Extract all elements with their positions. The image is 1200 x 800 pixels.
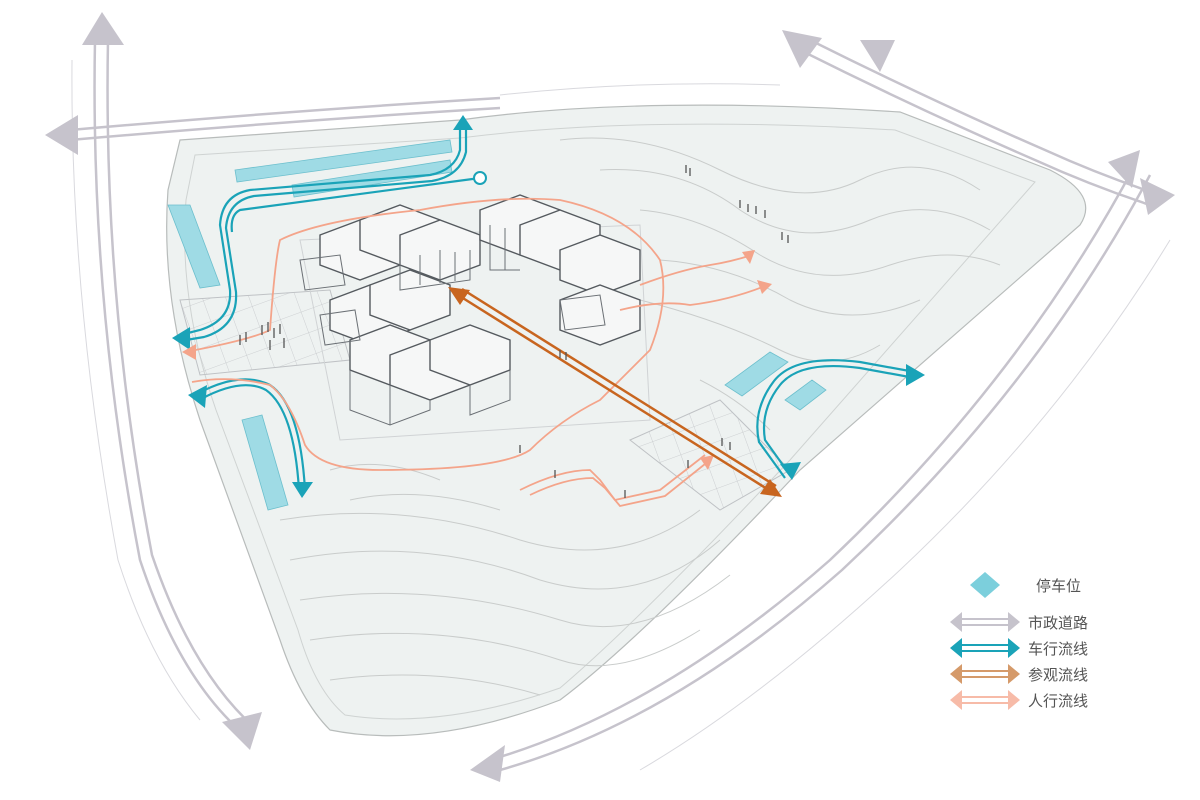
parking-lot <box>167 204 221 289</box>
pedestrian-arrow-icon <box>742 250 755 264</box>
visitor-flow <box>448 287 782 497</box>
road-arrow-icon <box>470 745 505 782</box>
road-arrow-icon <box>860 40 895 72</box>
legend-vehicle: 车行流线 <box>1020 638 1088 658</box>
road-arrow-icon <box>782 30 822 68</box>
municipal-roads <box>69 38 1161 772</box>
vehicle-arrow-icon <box>453 115 473 130</box>
pedestrian-arrow-icon <box>182 344 196 360</box>
road-arrowheads <box>45 12 1175 782</box>
legend-municipal: 市政道路 <box>1020 612 1088 632</box>
site-boundary <box>166 104 1087 737</box>
legend-municipal-icon <box>950 612 1020 632</box>
road-edge-lines <box>71 59 1171 771</box>
people-figures <box>239 165 789 498</box>
legend-parking-label: 停车位 <box>1036 576 1082 595</box>
legend-pedestrian-label: 人行流线 <box>1028 691 1089 710</box>
legend-pedestrian: 人行流线 <box>1020 690 1088 710</box>
contour-lines <box>279 137 1001 696</box>
road-arrow-icon <box>82 12 124 45</box>
legend-vehicle-label: 车行流线 <box>1028 639 1089 658</box>
vehicle-arrow-icon <box>780 462 801 480</box>
road-arrow-icon <box>1140 178 1175 215</box>
parking-lot <box>241 414 289 511</box>
legend-pedestrian-icon <box>950 690 1020 710</box>
road-arrow-icon <box>1108 150 1140 188</box>
vehicle-arrowheads <box>172 115 925 498</box>
building-facades <box>299 225 606 426</box>
vehicle-flow-start <box>473 171 487 185</box>
legend-parking: 停车位 <box>1028 575 1081 595</box>
visitor-arrow-icon <box>760 479 782 497</box>
pedestrian-arrow-icon <box>700 455 714 470</box>
parking-lot <box>234 139 453 183</box>
pedestrian-arrowheads <box>182 250 772 470</box>
parking-lot <box>724 351 789 397</box>
legend-parking-icon <box>970 572 1000 598</box>
legend-visitor-icon <box>950 664 1020 684</box>
hexagon-building <box>319 194 641 401</box>
pedestrian-arrow-icon <box>757 280 772 294</box>
pedestrian-flow <box>184 197 766 507</box>
legend-visitor-label: 参观流线 <box>1028 665 1089 684</box>
vehicle-flow <box>179 125 916 491</box>
site-inner-boundary <box>184 123 1036 720</box>
legend-municipal-label: 市政道路 <box>1028 613 1089 632</box>
parking-areas <box>167 139 827 511</box>
parking-lot <box>784 379 827 411</box>
legend-visitor: 参观流线 <box>1020 664 1088 684</box>
visitor-arrow-icon <box>448 287 470 305</box>
vehicle-arrow-icon <box>188 385 207 408</box>
vehicle-arrow-icon <box>172 327 190 350</box>
road-arrow-icon <box>45 115 78 155</box>
vehicle-arrow-icon <box>292 482 313 498</box>
legend-vehicle-icon <box>950 638 1020 658</box>
road-arrow-icon <box>222 712 262 750</box>
vehicle-arrow-icon <box>906 364 925 386</box>
